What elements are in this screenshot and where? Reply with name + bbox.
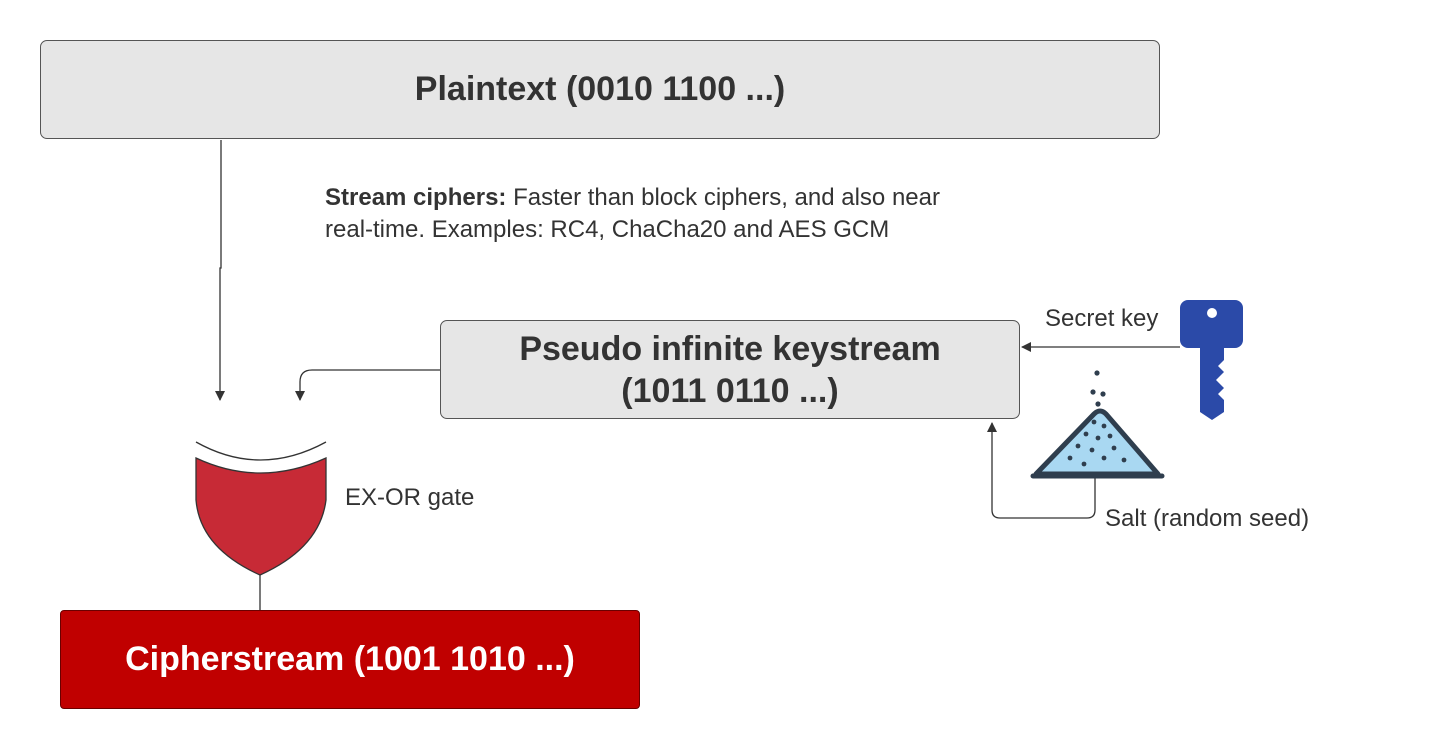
plaintext-label: Plaintext (0010 1100 ...): [414, 70, 786, 108]
salt-label: Salt (random seed): [1105, 505, 1310, 532]
keystream-to-gate-wire: [295, 369, 440, 401]
xor-gate-icon: [195, 441, 327, 576]
keystream-bits: (1011 0110 ...): [621, 371, 839, 410]
key-icon: [1180, 300, 1243, 420]
stream-cipher-note: Stream ciphers: Faster than block cipher…: [325, 182, 965, 246]
plaintext-box: Plaintext (0010 1100 ...): [40, 40, 1160, 139]
xor-gate-label: EX-OR gate: [345, 484, 475, 511]
keystream-box: Pseudo infinite keystream (1011 0110 ...…: [440, 320, 1020, 419]
cipherstream-box: Cipherstream (1001 1010 ...): [60, 610, 640, 709]
note-text: Faster than block ciphers, and also near…: [325, 184, 940, 243]
keystream-title: Pseudo infinite keystream: [519, 329, 941, 368]
secret-key-label: Secret key: [1045, 305, 1159, 332]
plaintext-to-gate-wire: [215, 140, 225, 401]
cipherstream-label: Cipherstream (1001 1010 ...): [125, 640, 575, 678]
salt-to-keystream-wire: [987, 422, 1096, 519]
note-heading: Stream ciphers:: [325, 184, 507, 211]
salt-pile-icon: [1030, 370, 1165, 479]
